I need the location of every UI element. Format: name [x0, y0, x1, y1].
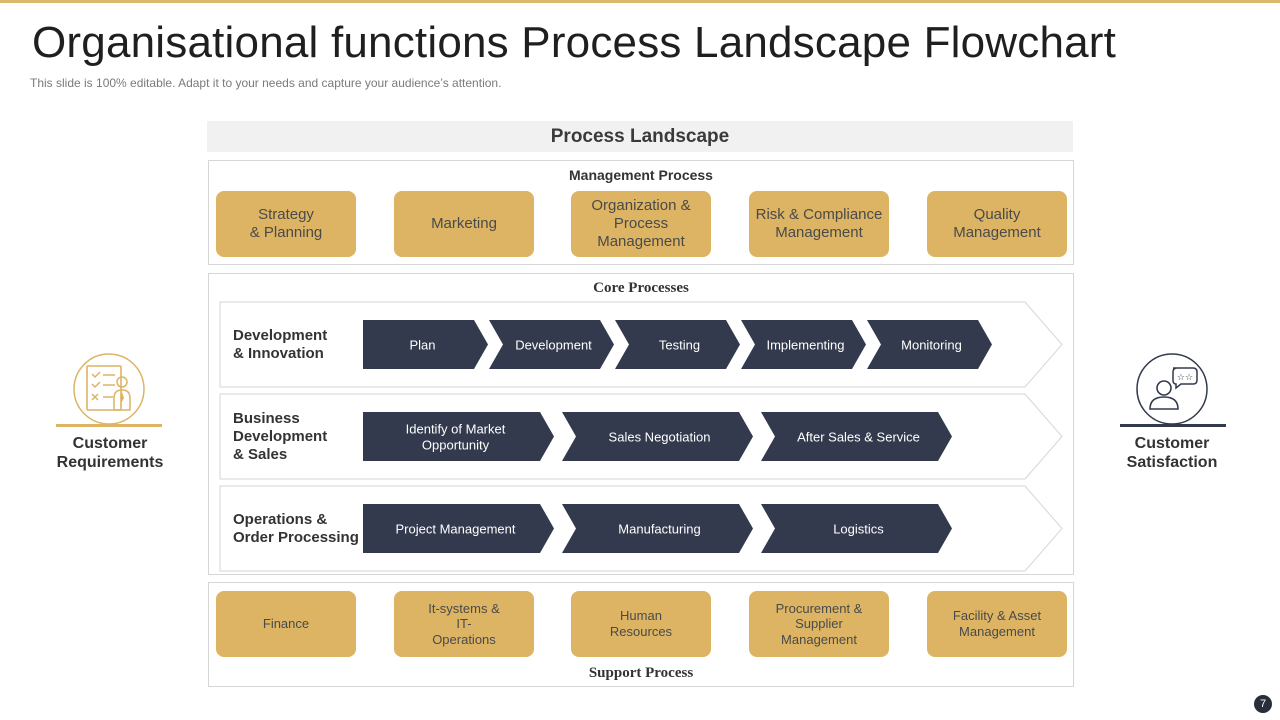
- customer-requirements-label: Customer Requirements: [56, 435, 164, 472]
- core-step-label: Implementing: [766, 338, 844, 353]
- core-step-label: Testing: [659, 338, 700, 353]
- core-step-label: Logistics: [833, 522, 884, 537]
- core-step-chevron: [363, 412, 554, 461]
- customer-satisfaction-block: ☆☆ Customer Satisfaction: [1117, 352, 1227, 482]
- core-step-label: Monitoring: [901, 338, 962, 353]
- core-step-label: After Sales & Service: [797, 430, 920, 445]
- core-step-label: Project Management: [396, 522, 516, 537]
- management-process-box: Risk & Compliance Management: [749, 191, 889, 257]
- core-step-label: Plan: [409, 338, 435, 353]
- core-step-chevron: [489, 320, 614, 369]
- support-process-panel: Support Process Finance It-systems & IT- …: [208, 582, 1074, 687]
- core-step-label: Development: [515, 338, 592, 353]
- customer-requirements-underline: [56, 424, 162, 427]
- customer-satisfaction-underline: [1120, 424, 1226, 427]
- core-lane-label: Operations & Order Processing: [233, 510, 359, 546]
- management-process-panel: Management Process Strategy & Planning Ma…: [208, 160, 1074, 265]
- core-step-chevron: [363, 320, 488, 369]
- core-step-label: Sales Negotiation: [609, 430, 711, 445]
- support-process-box: Procurement & Supplier Management: [749, 591, 889, 657]
- core-step-chevron: [761, 504, 952, 553]
- core-processes-title: Core Processes: [593, 280, 689, 296]
- core-step-chevron: [867, 320, 992, 369]
- management-process-box: Quality Management: [927, 191, 1067, 257]
- management-process-box: Organization & Process Management: [571, 191, 711, 257]
- core-step-chevron: [562, 412, 753, 461]
- customer-satisfaction-label: Customer Satisfaction: [1126, 435, 1218, 472]
- support-process-box: Finance: [216, 591, 356, 657]
- core-step-label: Manufacturing: [618, 522, 700, 537]
- management-process-title: Management Process: [569, 167, 713, 183]
- management-process-box: Strategy & Planning: [216, 191, 356, 257]
- process-landscape-header: Process Landscape: [207, 121, 1073, 152]
- core-step-chevron: [615, 320, 740, 369]
- svg-text:☆☆: ☆☆: [1177, 373, 1193, 383]
- core-lane-label: Business Development & Sales: [233, 409, 328, 463]
- satisfied-customer-icon: ☆☆: [1136, 353, 1208, 425]
- core-step-chevron: [363, 504, 554, 553]
- core-lane-label: Development & Innovation: [233, 326, 328, 362]
- top-accent-bar: [0, 0, 1280, 3]
- support-process-box: It-systems & IT- Operations: [394, 591, 534, 657]
- core-step-chevron: [562, 504, 753, 553]
- support-process-box: Human Resources: [571, 591, 711, 657]
- requirements-document-icon: [73, 353, 145, 425]
- customer-requirements-block: Customer Requirements: [55, 352, 165, 482]
- core-step-chevron: [741, 320, 866, 369]
- core-step-chevron: [761, 412, 952, 461]
- page-title: Organisational functions Process Landsca…: [32, 18, 1117, 67]
- page-number-badge: 7: [1254, 695, 1272, 713]
- support-process-title: Support Process: [588, 665, 694, 681]
- management-process-box: Marketing: [394, 191, 534, 257]
- page-subtitle: This slide is 100% editable. Adapt it to…: [30, 76, 502, 90]
- support-process-box: Facility & Asset Management: [927, 591, 1067, 657]
